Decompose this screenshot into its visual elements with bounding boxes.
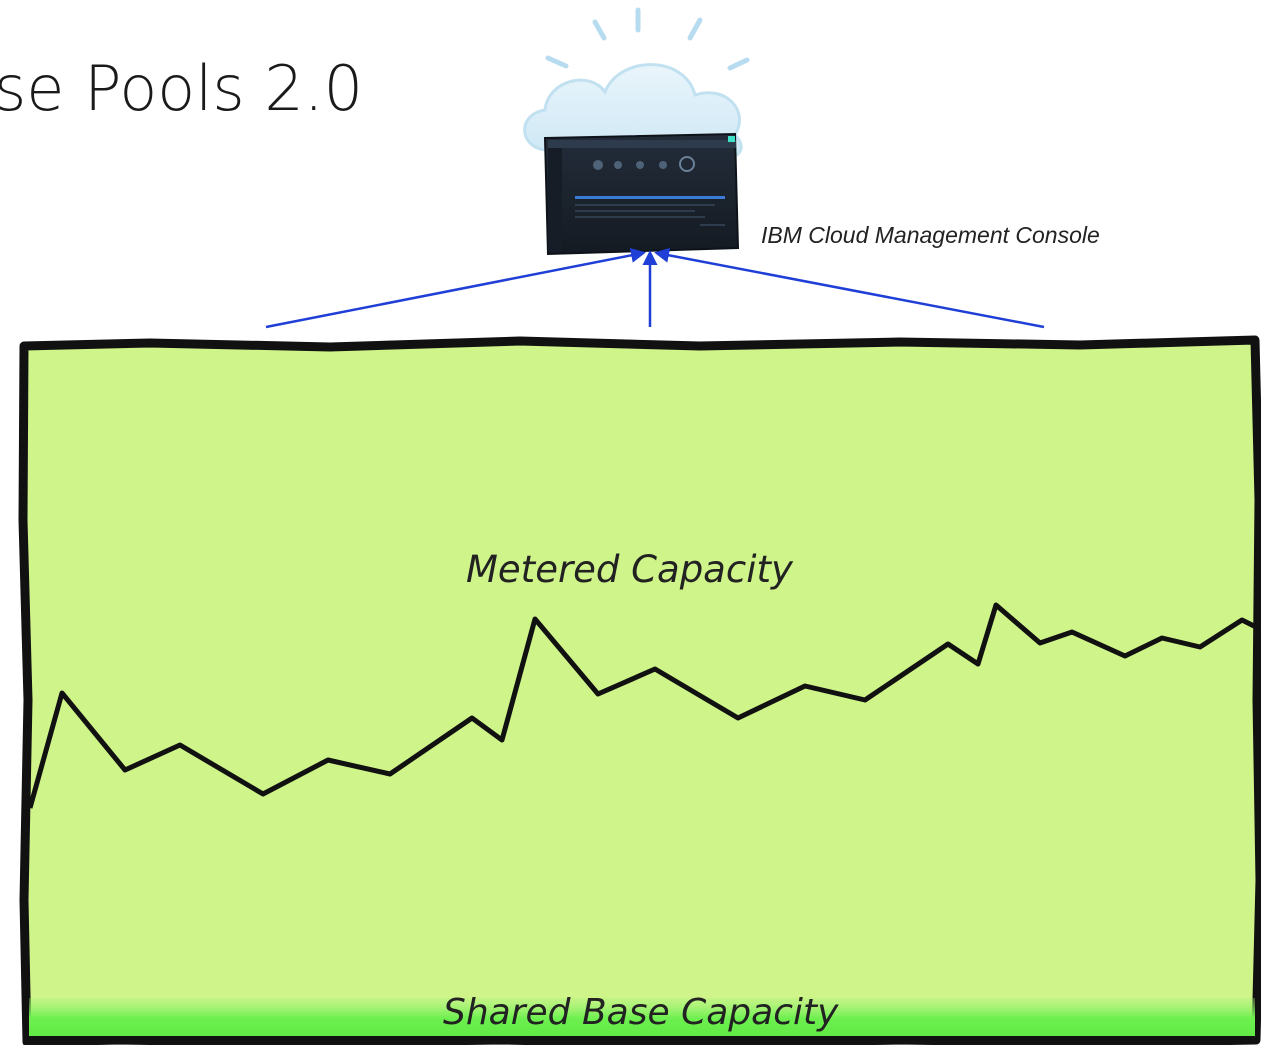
shared-base-capacity-label: Shared Base Capacity [443, 992, 839, 1033]
page-title: se Pools 2.0 [0, 52, 364, 125]
usage-line [27, 602, 1260, 809]
console-screenshot [543, 132, 740, 256]
console-label: IBM Cloud Management Console [761, 222, 1100, 248]
metered-capacity-label: Metered Capacity [466, 548, 793, 591]
metered-capacity-area [18, 335, 1261, 1045]
connector-arrows [265, 247, 1045, 329]
shared-base-band [29, 998, 1255, 1038]
